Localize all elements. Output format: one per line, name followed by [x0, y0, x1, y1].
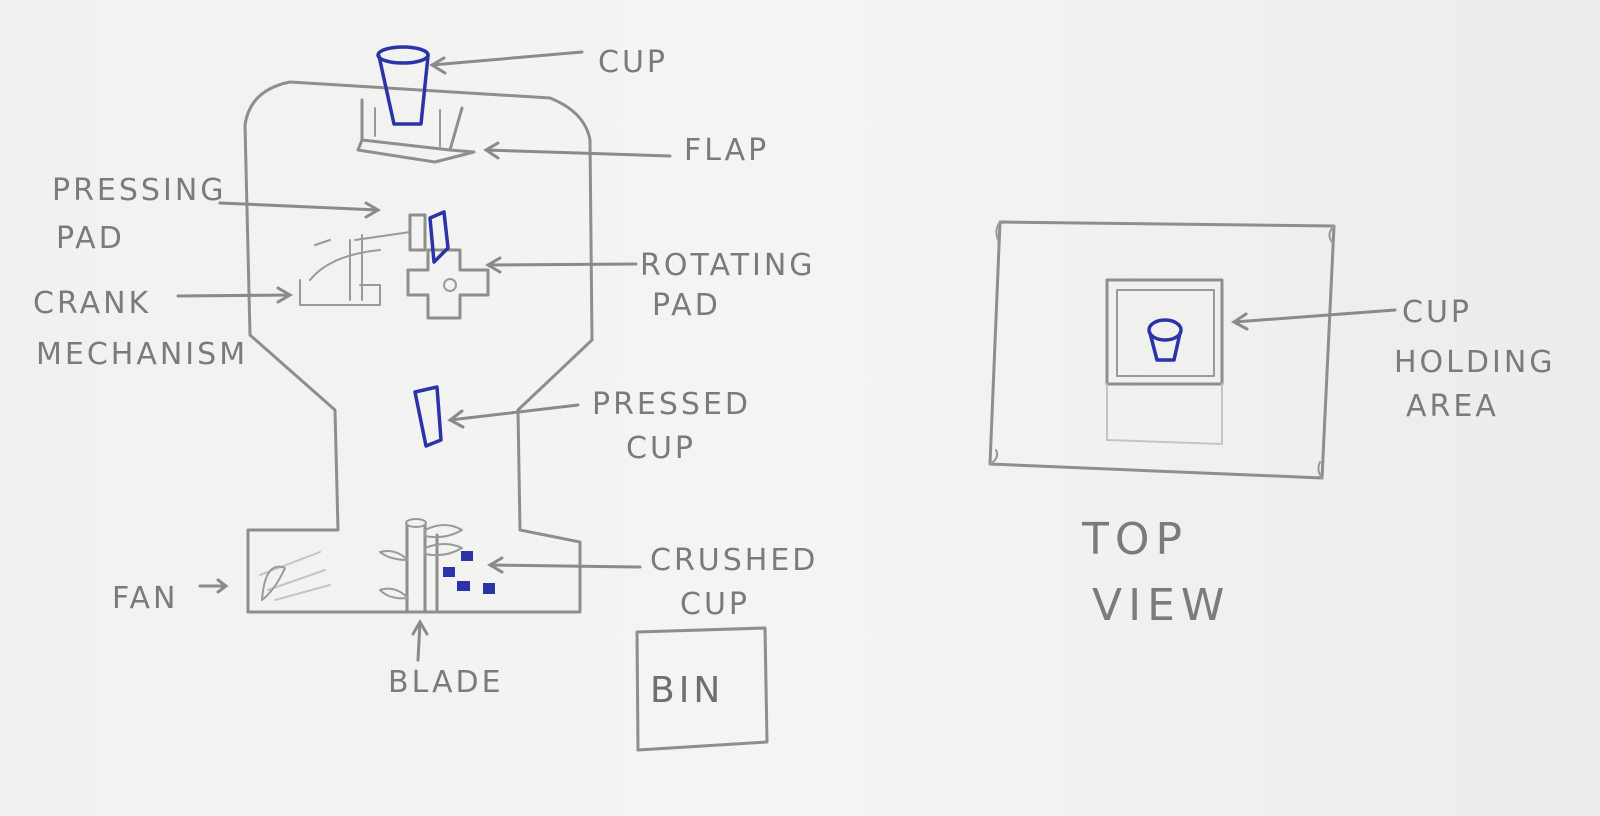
crushing-chamber — [259, 533, 439, 612]
pressed-cup-drawing — [413, 385, 443, 448]
fan-drawing — [261, 565, 286, 601]
pressing-pad — [408, 213, 427, 252]
label-top-view-2: VIEW — [1092, 580, 1230, 631]
leader-arrows — [176, 50, 672, 662]
label-crushed-cup-2: CUP — [680, 587, 750, 622]
flap-assembly — [356, 98, 476, 164]
label-pressing-pad-1: PRESSING — [52, 173, 227, 208]
label-rotating-pad-1: ROTATING — [640, 248, 816, 283]
top-view-drawing — [988, 220, 1336, 480]
label-flap: FLAP — [684, 133, 769, 168]
label-crushed-cup-1: CRUSHED — [650, 543, 818, 578]
machine-body — [243, 80, 594, 614]
label-crank-2: MECHANISM — [36, 337, 248, 372]
label-rotating-pad-2: PAD — [652, 288, 721, 323]
rotating-pad — [406, 210, 490, 320]
blade-drawing — [379, 518, 463, 612]
label-holding-1: HOLDING — [1394, 345, 1556, 380]
top-view-arrow — [1231, 308, 1397, 331]
label-top-cup: CUP — [1402, 295, 1472, 330]
cup-drawing — [376, 45, 430, 126]
label-pressed-cup-2: CUP — [626, 431, 696, 466]
cup-holding-area — [1105, 278, 1224, 445]
label-bin: BIN — [650, 670, 724, 711]
label-fan: FAN — [112, 581, 178, 616]
label-holding-2: AREA — [1406, 389, 1499, 424]
crushed-cup-drawing — [443, 551, 495, 594]
label-blade: BLADE — [388, 665, 504, 700]
label-top-view-1: TOP — [1081, 514, 1188, 565]
label-pressed-cup-1: PRESSED — [592, 387, 751, 422]
label-pressing-pad-2: PAD — [56, 221, 125, 256]
crank-mechanism — [299, 231, 411, 306]
label-cup: CUP — [598, 45, 668, 80]
label-crank-1: CRANK — [33, 286, 151, 321]
bin-drawing — [635, 626, 769, 752]
